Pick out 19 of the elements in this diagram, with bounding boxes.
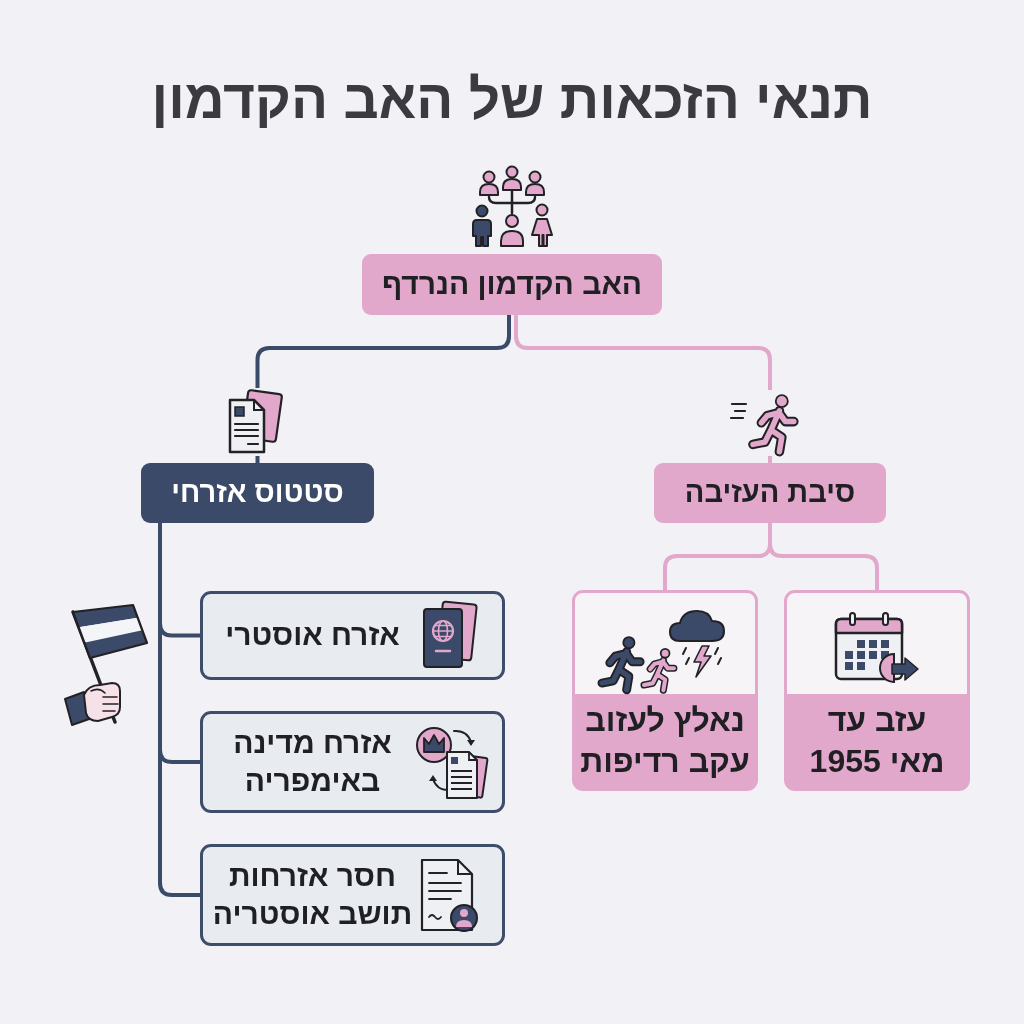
option-label: חסר אזרחות תושב אוסטריה bbox=[211, 857, 414, 932]
category-label: סיבת העזיבה bbox=[684, 475, 856, 511]
connector-line bbox=[514, 313, 772, 465]
option-card bbox=[200, 711, 505, 813]
category-box bbox=[654, 463, 886, 523]
connector-line bbox=[663, 521, 772, 592]
option-card bbox=[200, 844, 505, 946]
option-label: אזרח אוסטרי bbox=[225, 617, 400, 654]
option-label: אזרח מדינה באימפריה bbox=[232, 724, 393, 799]
category-box bbox=[141, 463, 374, 523]
option-card bbox=[200, 591, 505, 680]
condition-card bbox=[784, 590, 970, 791]
category-label: האב הקדמון הנרדף bbox=[381, 266, 643, 303]
category-box bbox=[362, 254, 662, 315]
condition-label: עזב עד מאי 1955 bbox=[808, 701, 946, 782]
condition-card bbox=[572, 590, 758, 791]
diagram-title: תנאי הזכאות של האב הקדמון bbox=[151, 68, 873, 132]
category-label: סטטוס אזרחי bbox=[171, 475, 344, 511]
condition-label: נאלץ לעזוב עקב רדיפות bbox=[579, 701, 751, 782]
